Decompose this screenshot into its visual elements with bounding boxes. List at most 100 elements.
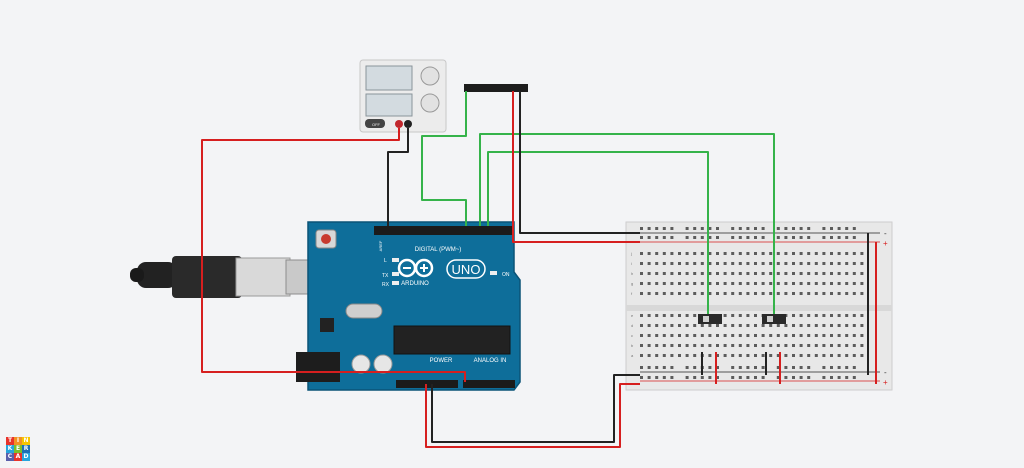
breadboard-hole[interactable]: [860, 334, 864, 337]
breadboard-hole[interactable]: [830, 334, 833, 337]
breadboard-hole[interactable]: [738, 282, 742, 285]
breadboard-hole[interactable]: [746, 354, 750, 357]
breadboard-hole[interactable]: [738, 252, 742, 255]
breadboard-hole[interactable]: [754, 236, 757, 239]
wire-black-ps-to-gnd[interactable]: [387, 128, 409, 226]
breadboard-hole[interactable]: [662, 272, 666, 275]
breadboard-hole[interactable]: [678, 272, 681, 275]
breadboard-hole[interactable]: [845, 344, 849, 347]
breadboard-hole[interactable]: [640, 334, 643, 337]
breadboard-hole[interactable]: [822, 272, 826, 275]
breadboard-hole[interactable]: [807, 334, 811, 337]
breadboard-hole[interactable]: [792, 366, 795, 369]
breadboard-hole[interactable]: [754, 227, 757, 230]
breadboard-hole[interactable]: [655, 262, 659, 265]
breadboard-hole[interactable]: [792, 272, 795, 275]
breadboard-hole[interactable]: [685, 236, 689, 239]
breadboard-hole[interactable]: [860, 282, 864, 285]
breadboard-hole[interactable]: [837, 354, 841, 357]
breadboard-hole[interactable]: [700, 272, 704, 275]
breadboard-hole[interactable]: [761, 252, 765, 255]
breadboard-hole[interactable]: [852, 376, 856, 379]
breadboard-hole[interactable]: [685, 292, 689, 295]
breadboard-hole[interactable]: [662, 227, 666, 230]
breadboard-hole[interactable]: [784, 292, 788, 295]
breadboard-hole[interactable]: [708, 227, 712, 230]
breadboard-hole[interactable]: [685, 334, 689, 337]
breadboard-hole[interactable]: [640, 227, 643, 230]
breadboard-hole[interactable]: [754, 344, 757, 347]
wire-black-gnd-to-rail[interactable]: [431, 374, 640, 443]
breadboard-hole[interactable]: [845, 262, 849, 265]
breadboard-hole[interactable]: [723, 354, 727, 357]
breadboard-hole[interactable]: [792, 282, 795, 285]
breadboard-hole[interactable]: [860, 314, 864, 317]
breadboard-hole[interactable]: [746, 282, 750, 285]
breadboard-hole[interactable]: [716, 354, 719, 357]
breadboard-hole[interactable]: [655, 227, 659, 230]
breadboard-hole[interactable]: [852, 262, 856, 265]
breadboard-hole[interactable]: [678, 282, 681, 285]
breadboard-hole[interactable]: [746, 227, 750, 230]
breadboard-hole[interactable]: [852, 344, 856, 347]
breadboard-hole[interactable]: [754, 354, 757, 357]
breadboard-hole[interactable]: [670, 314, 674, 317]
breadboard-hole[interactable]: [822, 366, 826, 369]
breadboard-hole[interactable]: [761, 262, 765, 265]
breadboard-hole[interactable]: [670, 334, 674, 337]
breadboard-hole[interactable]: [852, 324, 856, 327]
breadboard-hole[interactable]: [738, 344, 742, 347]
breadboard-hole[interactable]: [640, 344, 643, 347]
breadboard-hole[interactable]: [799, 376, 803, 379]
breadboard-hole[interactable]: [723, 334, 727, 337]
breadboard-hole[interactable]: [716, 334, 719, 337]
breadboard-hole[interactable]: [792, 324, 795, 327]
breadboard-hole[interactable]: [738, 227, 742, 230]
breadboard-hole[interactable]: [860, 252, 864, 255]
breadboard-hole[interactable]: [776, 227, 780, 230]
breadboard-hole[interactable]: [830, 376, 833, 379]
breadboard-hole[interactable]: [799, 292, 803, 295]
breadboard-hole[interactable]: [693, 366, 697, 369]
breadboard-hole[interactable]: [852, 282, 856, 285]
current-knob[interactable]: [420, 93, 440, 113]
breadboard-hole[interactable]: [708, 366, 712, 369]
breadboard-hole[interactable]: [678, 292, 681, 295]
breadboard-hole[interactable]: [693, 344, 697, 347]
breadboard-hole[interactable]: [792, 334, 795, 337]
breadboard-hole[interactable]: [670, 292, 674, 295]
breadboard-hole[interactable]: [852, 272, 856, 275]
breadboard-hole[interactable]: [700, 262, 704, 265]
breadboard-hole[interactable]: [716, 282, 719, 285]
breadboard-hole[interactable]: [647, 227, 651, 230]
breadboard-hole[interactable]: [693, 292, 697, 295]
breadboard-hole[interactable]: [693, 227, 697, 230]
breadboard-hole[interactable]: [700, 292, 704, 295]
breadboard-hole[interactable]: [837, 227, 841, 230]
breadboard-hole[interactable]: [830, 344, 833, 347]
breadboard-hole[interactable]: [769, 354, 773, 357]
terminal-positive[interactable]: [395, 120, 403, 128]
breadboard-hole[interactable]: [799, 262, 803, 265]
breadboard-hole[interactable]: [716, 324, 719, 327]
breadboard-hole[interactable]: [647, 334, 651, 337]
breadboard-hole[interactable]: [814, 262, 818, 265]
breadboard-hole[interactable]: [746, 314, 750, 317]
breadboard-hole[interactable]: [830, 236, 833, 239]
breadboard-hole[interactable]: [708, 324, 712, 327]
breadboard-hole[interactable]: [761, 366, 765, 369]
breadboard-hole[interactable]: [685, 324, 689, 327]
breadboard-hole[interactable]: [670, 236, 674, 239]
breadboard-hole[interactable]: [852, 334, 856, 337]
breadboard-hole[interactable]: [792, 227, 795, 230]
breadboard-hole[interactable]: [685, 354, 689, 357]
breadboard-hole[interactable]: [761, 282, 765, 285]
breadboard-hole[interactable]: [738, 376, 742, 379]
breadboard-hole[interactable]: [852, 252, 856, 255]
breadboard-hole[interactable]: [860, 324, 864, 327]
breadboard-hole[interactable]: [852, 236, 856, 239]
breadboard-hole[interactable]: [754, 262, 757, 265]
breadboard-hole[interactable]: [769, 262, 773, 265]
breadboard-hole[interactable]: [693, 236, 697, 239]
